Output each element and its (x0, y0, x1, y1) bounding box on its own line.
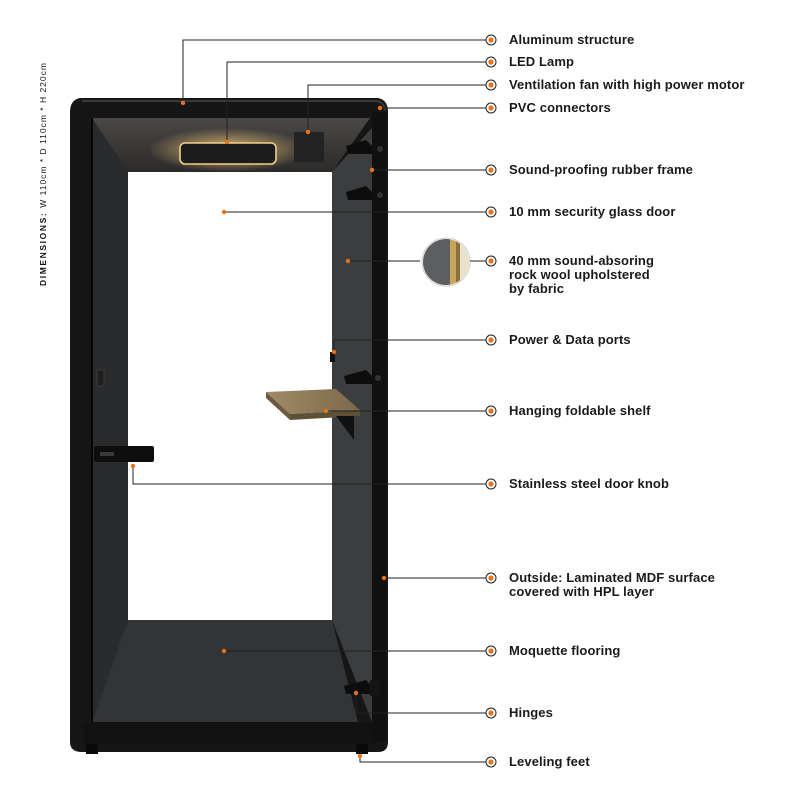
ventilation-fan-leader (307, 84, 491, 132)
callout-led-lamp: LED Lamp (509, 55, 574, 69)
callout-leveling-feet: Leveling feet (509, 755, 590, 769)
moquette-flooring-end-dot (488, 648, 494, 654)
moquette-flooring-anchor-dot (221, 648, 227, 654)
foldable-shelf-illustration (266, 389, 360, 440)
door-knob-anchor-dot (130, 463, 136, 469)
callout-ventilation-fan-line: Ventilation fan with high power motor (509, 77, 745, 92)
pvc-connectors-anchor-dot (377, 105, 383, 111)
ventilation-fan-box (294, 132, 324, 162)
outside-surface-end-dot (488, 575, 494, 581)
callout-moquette-flooring: Moquette flooring (509, 644, 620, 658)
power-data-port (330, 352, 335, 362)
callout-moquette-flooring-line: Moquette flooring (509, 643, 621, 658)
callout-led-lamp-line: LED Lamp (509, 54, 575, 69)
glass-door-end-dot (488, 209, 494, 215)
led-lamp-end-dot (488, 59, 494, 65)
door-knob-end-dot (488, 481, 494, 487)
callout-door-knob-line: Stainless steel door knob (509, 476, 669, 491)
callout-outside-surface-line: covered with HPL layer (509, 584, 655, 599)
moquette-floor (92, 620, 358, 722)
power-data-ports-leader (333, 339, 491, 352)
callout-power-data-ports-line: Power & Data ports (509, 332, 631, 347)
door-knob-leader (132, 466, 491, 485)
callout-aluminum-structure-line: Aluminum structure (509, 32, 635, 47)
aluminum-structure-leader (182, 39, 491, 103)
led-lamp-anchor-dot (224, 139, 230, 145)
callout-pvc-connectors-line: PVC connectors (509, 100, 611, 115)
callout-rubber-frame: Sound-proofing rubber frame (509, 163, 693, 177)
rubber-frame-anchor-dot (369, 167, 375, 173)
right-door-pillar (372, 112, 386, 742)
dimensions-label: DIMENSIONS: (38, 211, 48, 286)
callout-rock-wool-line: by fabric (509, 281, 565, 296)
outside-surface-anchor-dot (381, 575, 387, 581)
aluminum-structure-anchor-dot (180, 100, 186, 106)
led-lamp-leader (226, 61, 491, 142)
dimensions-value: W 110cm * D 110cm * H 220cm (38, 62, 48, 208)
callout-pvc-connectors: PVC connectors (509, 101, 611, 115)
callout-leaders (130, 34, 497, 768)
leveling-feet-end-dot (488, 759, 494, 765)
hinges-leader (355, 693, 491, 714)
callout-outside-surface-line: Outside: Laminated MDF surface (509, 570, 715, 585)
power-data-ports-end-dot (488, 337, 494, 343)
callout-leveling-feet-line: Leveling feet (509, 754, 590, 769)
callout-glass-door: 10 mm security glass door (509, 205, 676, 219)
pvc-connector-top (346, 140, 383, 154)
pvc-connector-upper (346, 186, 383, 200)
door-latch (96, 369, 105, 387)
callout-glass-door-line: 10 mm security glass door (509, 204, 676, 219)
aluminum-structure-end-dot (488, 37, 494, 43)
callout-power-data-ports: Power & Data ports (509, 333, 631, 347)
callout-door-knob: Stainless steel door knob (509, 477, 669, 491)
dimensions-text: DIMENSIONS: W 110cm * D 110cm * H 220cm (38, 62, 48, 286)
hinges-end-dot (488, 710, 494, 716)
leveling-feet-leader (359, 756, 491, 763)
left-interior-wall (92, 118, 128, 722)
glass-door-anchor-dot (221, 209, 227, 215)
rock-wool-anchor-dot (345, 258, 351, 264)
callout-hinges-line: Hinges (509, 705, 553, 720)
callout-rubber-frame-line: Sound-proofing rubber frame (509, 162, 693, 177)
rock-wool-end-dot (488, 258, 494, 264)
leveling-foot-right (356, 744, 368, 754)
leveling-feet-anchor-dot (357, 753, 363, 759)
led-lamp-fixture (179, 142, 277, 165)
callout-ventilation-fan: Ventilation fan with high power motor (509, 78, 745, 92)
pvc-connector-middle (344, 370, 381, 384)
leveling-foot-left (86, 744, 98, 754)
power-data-ports-anchor-dot (331, 349, 337, 355)
rock-wool-sample (421, 237, 471, 287)
callout-rock-wool-line: 40 mm sound-absoring (509, 253, 655, 268)
callout-rock-wool-line: rock wool upholstered (509, 267, 650, 282)
pvc-connectors-end-dot (488, 105, 494, 111)
ventilation-fan-anchor-dot (305, 129, 311, 135)
rubber-frame-end-dot (488, 167, 494, 173)
callout-aluminum-structure: Aluminum structure (509, 33, 634, 47)
ventilation-fan-end-dot (488, 82, 494, 88)
foldable-shelf-anchor-dot (323, 408, 329, 414)
callout-hinges: Hinges (509, 706, 553, 720)
door-knob-illustration (94, 446, 154, 462)
bottom-frame-bar (84, 722, 376, 744)
hinges-anchor-dot (353, 690, 359, 696)
hinge-bottom (344, 680, 380, 696)
foldable-shelf-end-dot (488, 408, 494, 414)
callout-foldable-shelf: Hanging foldable shelf (509, 404, 651, 418)
callout-foldable-shelf-line: Hanging foldable shelf (509, 403, 651, 418)
